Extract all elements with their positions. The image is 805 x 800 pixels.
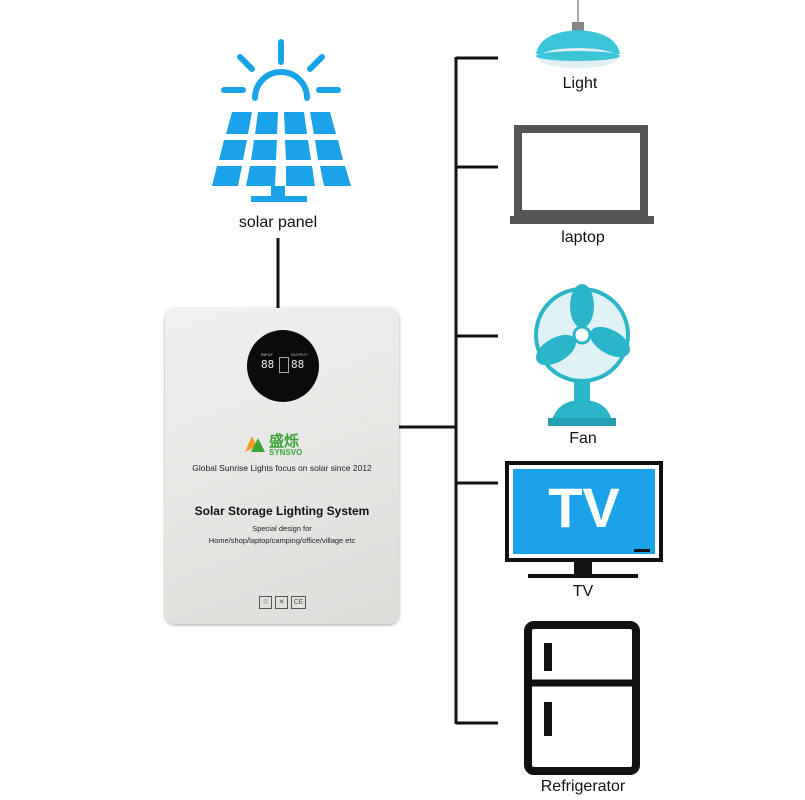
fan-label: Fan — [569, 430, 597, 447]
tagline: Global Sunrise Lights focus on solar sin… — [192, 463, 372, 473]
brand-cn: 盛烁 — [269, 432, 300, 450]
subtitle-line-1: Special design for — [252, 524, 312, 533]
solar-panel-label: solar panel — [238, 214, 318, 231]
brand-logo-icon — [245, 436, 265, 452]
display-output-label: OUTPUT — [291, 352, 308, 357]
brand-en: SYNSVO — [269, 448, 303, 457]
display-left-digits: 88 — [261, 358, 275, 371]
display-screen: INPUT OUTPUT 88 88 — [247, 330, 319, 402]
battery-icon — [279, 357, 289, 373]
light-label: Light — [562, 75, 598, 92]
laptop-label: laptop — [561, 229, 605, 246]
cert-recycle-icon: ♲ — [259, 596, 272, 609]
display-input-label: INPUT — [261, 352, 273, 357]
product-title: Solar Storage Lighting System — [194, 504, 370, 518]
storage-device: INPUT OUTPUT 88 88 盛烁 SYNSVO Global Sunr… — [165, 308, 399, 624]
refrigerator-label: Refrigerator — [540, 778, 626, 795]
tv-screen-text: TV — [548, 476, 620, 539]
cert-bin-icon: ✕ — [275, 596, 288, 609]
tv-label: TV — [572, 583, 594, 600]
subtitle-line-2: Home/shop/laptop/camping/office/village … — [208, 536, 356, 545]
display-right-digits: 88 — [291, 358, 305, 371]
cert-ce-icon: CE — [291, 596, 306, 609]
